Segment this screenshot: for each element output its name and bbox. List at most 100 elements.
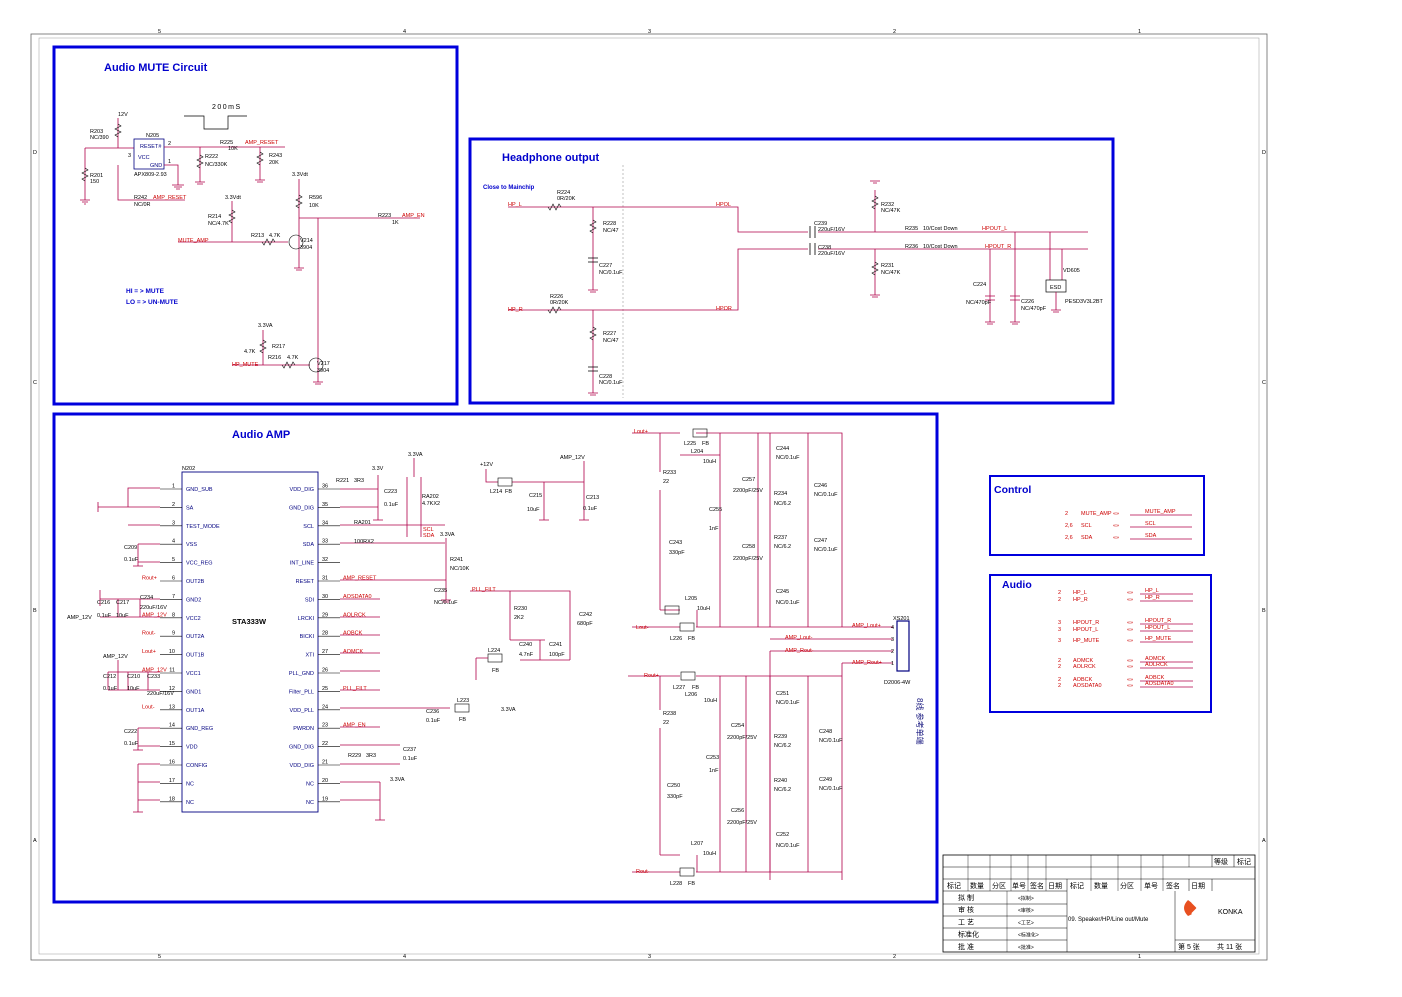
r240-ref: R240 xyxy=(774,778,787,784)
ic-pin-net: Rout- xyxy=(142,631,156,637)
r230-ref: R230 xyxy=(514,606,527,612)
ic-pin-name: VCC_REG xyxy=(186,561,213,567)
row-labels: D C B A D C B A xyxy=(33,150,1266,844)
audio-net-label: AOMCK xyxy=(1145,656,1166,662)
tb-header-cell: 标记 xyxy=(1070,881,1084,890)
tb-role-value: <工艺> xyxy=(1018,920,1034,926)
c209-ref: C209 xyxy=(124,545,137,551)
audio-port-name: HP_L xyxy=(1073,590,1087,596)
l224-ref: L224 xyxy=(488,648,500,654)
c252-value: NC/0.1uF xyxy=(776,843,800,849)
tb-role-value: <批准> xyxy=(1018,944,1034,951)
ic-pin-name: SDA xyxy=(303,542,315,548)
ic-pin-number: 2 xyxy=(172,502,175,508)
c235-ref: C235 xyxy=(434,588,447,594)
ic-pin-number: 9 xyxy=(172,631,175,637)
col-label: 4 xyxy=(403,29,406,35)
c210-ref: C210 xyxy=(127,674,140,680)
c213-ref: C213 xyxy=(586,495,599,501)
ic-pin-name: VCC1 xyxy=(186,671,201,677)
c217-value: 10uF xyxy=(116,613,129,619)
svg-text:1: 1 xyxy=(891,661,894,667)
net-amp-lout-p: AMP_Lout+ xyxy=(852,623,881,629)
r203-ref: R203 xyxy=(90,129,103,135)
hp-block-frame xyxy=(468,137,1115,405)
r237-ref: R237 xyxy=(774,535,787,541)
c216-ref: C216 xyxy=(97,600,110,606)
ic-pin-net: Lout- xyxy=(142,704,155,710)
tb-role: 批 准 xyxy=(958,942,974,951)
svg-text:3: 3 xyxy=(891,637,894,643)
r201-value: 150 xyxy=(90,179,99,185)
ic-pin-name: VCC2 xyxy=(186,616,201,622)
ic-pin-name: NC xyxy=(186,800,194,806)
c223-ref: C223 xyxy=(384,489,397,495)
column-labels: 5 4 3 2 1 5 4 3 2 1 xyxy=(158,29,1141,960)
ic-pin-name: PWRDN xyxy=(293,726,314,732)
l207-value: 10uH xyxy=(703,851,716,857)
ra202-value: 4.7KX2 xyxy=(422,501,440,507)
audio-pin-ref: 2 xyxy=(1058,664,1061,670)
c246-value: NC/0.1uF xyxy=(814,492,838,498)
r226-ref: R226 xyxy=(550,294,563,300)
c216-value: 0.1uF xyxy=(97,613,112,619)
net-hpout-r: HPOUT_R xyxy=(985,244,1011,250)
r242-ref: R242 xyxy=(134,195,147,201)
ic-pin-name: OUT2B xyxy=(186,579,205,585)
net-rout-n: Rout- xyxy=(636,869,650,875)
r235-ref: R235 xyxy=(905,226,918,232)
net-amp-reset: AMP_RESET xyxy=(153,195,187,201)
control-port-name: SDA xyxy=(1081,535,1093,541)
r243-value: 20K xyxy=(269,160,279,166)
r222-ref: R222 xyxy=(205,154,218,160)
r239-ref: R239 xyxy=(774,734,787,740)
c244-value: NC/0.1uF xyxy=(776,455,800,461)
tb-header-cell: 数量 xyxy=(970,881,984,890)
r223-value: 1K xyxy=(392,220,399,226)
audio-pin-ref: 3 xyxy=(1058,620,1061,626)
r234-ref: R234 xyxy=(774,491,787,497)
audio-port-name: HP_MUTE xyxy=(1073,638,1100,644)
r239-value: NC/6.2 xyxy=(774,743,791,749)
xs201-connector[interactable] xyxy=(896,620,910,672)
c240-ref: C240 xyxy=(519,642,532,648)
audio-pin-ref: 2 xyxy=(1058,683,1061,689)
tb-header-cell: 分区 xyxy=(1120,881,1134,890)
c238-ref: C238 xyxy=(818,245,831,251)
r216-ref: R216 xyxy=(268,355,281,361)
ic-pin-net: AOMCK xyxy=(343,649,364,655)
tb-company: KONKA xyxy=(1218,909,1243,916)
r238-value: 22 xyxy=(663,720,669,726)
r217-value: 4.7K xyxy=(244,349,256,355)
port-arrow-icon: «» xyxy=(1127,683,1133,689)
fb-label: FB xyxy=(688,881,695,887)
r225-value: 10K xyxy=(228,146,238,152)
v217-ref: V217 xyxy=(317,361,330,367)
r224-value: 0R/20K xyxy=(557,196,576,202)
inner-border xyxy=(38,37,1260,955)
audio-pin-ref: 2 xyxy=(1058,677,1061,683)
n205-vcc-pin: VCC xyxy=(138,155,150,161)
ic-pin-number: 31 xyxy=(322,576,328,582)
l228-ref: L228 xyxy=(670,881,682,887)
n205-chip xyxy=(133,138,165,170)
ic-pin-number: 6 xyxy=(172,576,175,582)
v33vdt-label: 3.3Vdt xyxy=(225,195,241,201)
fb-label: FB xyxy=(702,441,709,447)
net-hpout-l: HPOUT_L xyxy=(982,226,1007,232)
ic-right-pins: 36VDD_DIG35GND_DIG34SCL33SDA32INT_LINE31… xyxy=(289,484,377,806)
net-amp-en: AMP_EN xyxy=(402,213,425,219)
tb-page: 第 5 张 xyxy=(1178,942,1200,951)
row-label: D xyxy=(1262,150,1266,156)
net-sda: SDA xyxy=(423,533,435,539)
c251-ref: C251 xyxy=(776,691,789,697)
tb-role-value: <标准化> xyxy=(1018,932,1039,939)
port-arrow-icon: «» xyxy=(1127,638,1133,644)
row-label: C xyxy=(1262,380,1266,386)
l204-value: 10uH xyxy=(703,459,716,465)
row-label: B xyxy=(33,608,37,614)
ic-pin-name: RESET xyxy=(296,579,315,585)
c247-ref: C247 xyxy=(814,538,827,544)
c222-value: 0.1uF xyxy=(124,741,139,747)
